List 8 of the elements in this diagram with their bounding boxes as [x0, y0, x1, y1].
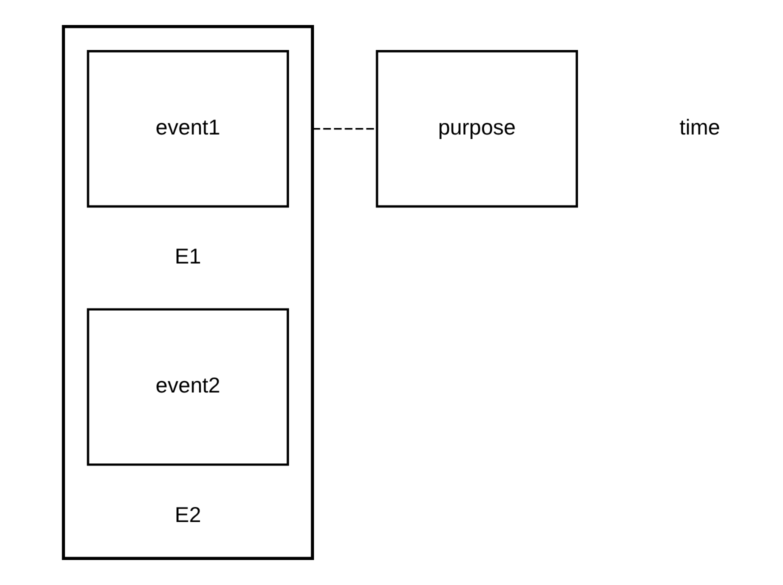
node-label: E2 [174, 502, 201, 527]
node-box: event1 [86, 50, 289, 208]
node-label: E1 [174, 244, 201, 269]
node-box: event2 [86, 308, 289, 466]
cluster [61, 25, 314, 560]
label: time [678, 115, 720, 140]
connector [312, 128, 376, 130]
node-box: purpose [375, 50, 578, 208]
